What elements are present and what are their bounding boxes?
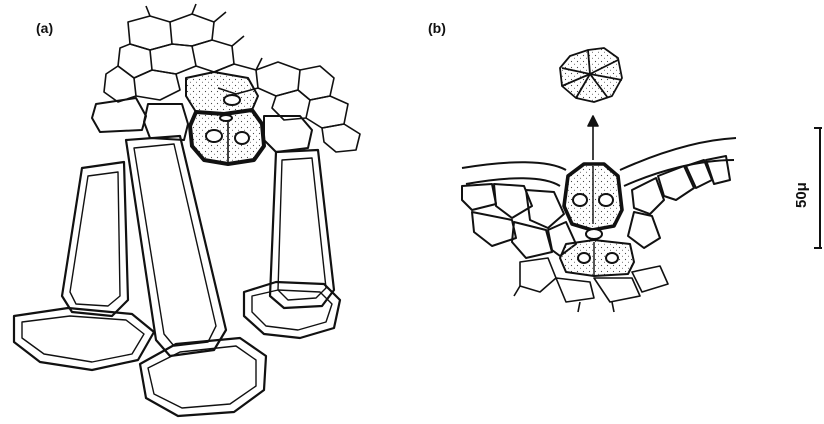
tubular-cells — [14, 136, 340, 416]
scale-bar: 50μ — [793, 128, 822, 248]
left-tissue-cells — [462, 184, 576, 258]
central-stippled-structure — [560, 164, 634, 276]
scale-bar-label: 50μ — [793, 182, 810, 208]
right-tissue-cells — [628, 156, 730, 248]
cell-cluster-rosette — [560, 48, 622, 102]
panel-b-drawing — [462, 48, 736, 312]
arrow-up — [588, 116, 598, 160]
panel-a-drawing — [14, 4, 360, 416]
central-stippled-cells — [186, 72, 264, 164]
